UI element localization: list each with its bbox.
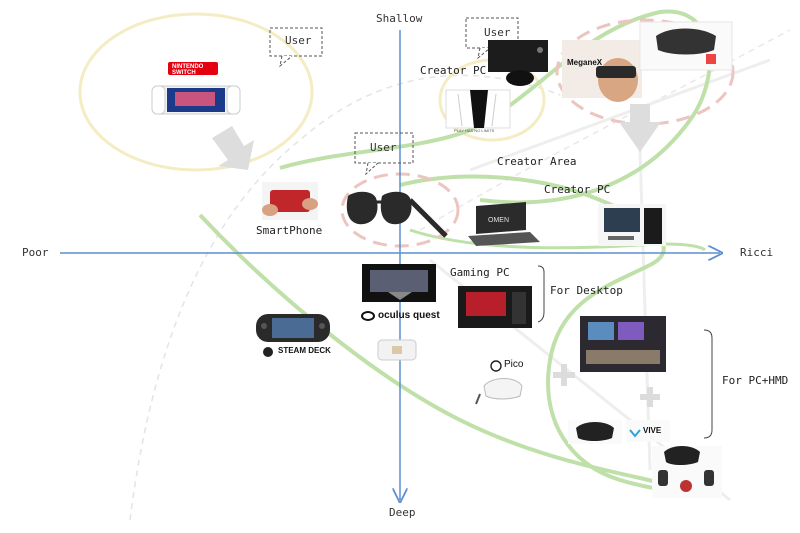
- vive-brand-text: VIVE: [643, 426, 662, 435]
- creator-pc-label-top: Creator PC: [420, 64, 487, 77]
- axis-label-bottom: Deep: [389, 506, 416, 519]
- oculus-quest-brand-text: oculus quest: [378, 310, 440, 321]
- creator-pc-label-mid: Creator PC: [544, 183, 611, 196]
- nintendo-brand-text: NINTENDO: [172, 64, 204, 70]
- dashed-guide-curve-left: [129, 74, 561, 521]
- user-speech-bubble: [354, 132, 414, 176]
- smartphone-image: [262, 182, 318, 220]
- axis-label-left: Poor: [22, 246, 49, 259]
- vr-gaming-room-image: [580, 316, 666, 372]
- green-flow-curve-mid: [409, 228, 706, 252]
- user-speech-bubble: [269, 27, 323, 68]
- pc-vr-headset-image: [568, 420, 622, 444]
- for-pc-hmd-label: For PC+HMD: [722, 374, 789, 387]
- xbox-console-image: [488, 40, 548, 86]
- creator-desktop-image: [598, 204, 666, 246]
- plus-icon: [640, 387, 660, 407]
- valve-index-kit-image: [652, 446, 722, 498]
- steam-deck-brand-text: STEAM DECK: [278, 346, 331, 355]
- user-bubble-text: User: [370, 141, 397, 154]
- bracket-for-desktop: [537, 265, 545, 323]
- meganex-brand-text: MeganeX: [567, 58, 603, 67]
- yellow-highlight-switch: [78, 12, 314, 172]
- plus-icon: [553, 364, 575, 386]
- pico-headset-image: [475, 360, 523, 405]
- grey-diagonal-arrow-icon: [212, 126, 254, 170]
- creator-laptop-image: OMEN: [468, 202, 540, 246]
- creator-area-label: Creator Area: [497, 155, 577, 168]
- green-flow-curve-top: [279, 9, 712, 205]
- meganex-headset-image: [562, 40, 642, 102]
- nintendo-switch-image: [151, 62, 241, 115]
- vive-logo: [626, 420, 670, 442]
- user-bubble-text: User: [285, 34, 312, 47]
- user-bubble-text: User: [484, 26, 511, 39]
- steam-deck-image: [256, 314, 330, 357]
- gaming-pc-image: [458, 286, 532, 328]
- grey-down-arrow-icon: [619, 104, 661, 152]
- ar-glasses-image: [346, 191, 448, 238]
- ps5-console-image: [445, 89, 511, 129]
- svg-text:OMEN: OMEN: [488, 217, 509, 224]
- bracket-for-pc-hmd: [703, 329, 713, 439]
- gaming-monitor-image: [362, 264, 436, 302]
- for-desktop-label: For Desktop: [550, 284, 623, 297]
- green-flow-curve-loop: [399, 174, 723, 495]
- pico-brand-text: Pico: [504, 359, 524, 370]
- gaming-pc-label: Gaming PC: [450, 266, 510, 279]
- axis-label-top: Shallow: [376, 12, 423, 25]
- axis-label-right: Ricci: [740, 246, 774, 259]
- smartphone-label: SmartPhone: [256, 224, 323, 237]
- ps5-tagline-text: PLAY HAS NO LIMITS: [454, 128, 495, 133]
- oculus-quest-image: [361, 311, 417, 361]
- grey-diagonal-line-2: [469, 58, 771, 172]
- switch-brand-text: SWITCH: [172, 70, 196, 76]
- hololens-headset-image: [639, 21, 733, 71]
- grey-vertical-line: [638, 149, 652, 471]
